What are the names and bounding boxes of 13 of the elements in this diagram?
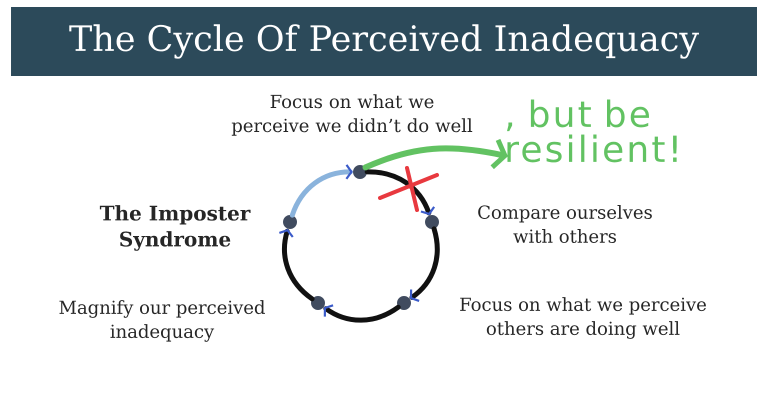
step-label: Magnify our perceived inadequacy bbox=[59, 300, 265, 342]
cycle-arrow bbox=[279, 228, 315, 302]
heading-label: The Imposter Syndrome bbox=[100, 205, 251, 251]
title-bar: The Cycle Of Perceived Inadequacy bbox=[11, 7, 757, 76]
cycle-arrow bbox=[323, 304, 401, 323]
cycle-arrow bbox=[364, 169, 436, 216]
step-label: Focus on what we perceive we didn’t do well bbox=[232, 94, 472, 136]
cycle-arrow bbox=[290, 164, 353, 218]
cycle-arrow bbox=[409, 226, 440, 302]
handwritten-note: , but be resilient! bbox=[506, 100, 677, 162]
curved-arrow bbox=[362, 138, 508, 170]
step-label: Focus on what we perceive others are doing well bbox=[460, 297, 706, 339]
step-label: Compare ourselves with others bbox=[478, 205, 652, 243]
